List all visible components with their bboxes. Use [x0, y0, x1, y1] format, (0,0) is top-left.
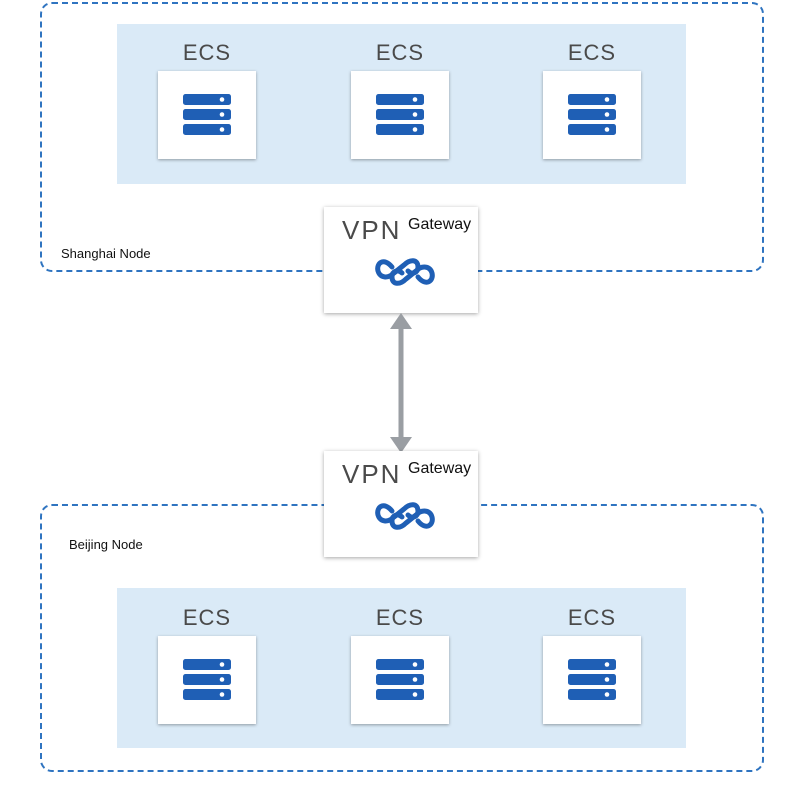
beijing-vpn-gateway[interactable]: VPN Gateway: [324, 451, 478, 557]
vpn-label: VPN: [342, 459, 402, 489]
beijing-ecs-label-1: ECS: [182, 605, 232, 630]
beijing-ecs-label-3: ECS: [567, 605, 617, 630]
beijing-ecs-server-1[interactable]: [158, 636, 256, 724]
shanghai-ecs-label-2: ECS: [375, 40, 425, 65]
shanghai-ecs-server-1[interactable]: [158, 71, 256, 159]
shanghai-ecs-server-3[interactable]: [543, 71, 641, 159]
shanghai-node-label: Shanghai Node: [61, 246, 151, 261]
beijing-ecs-label-2: ECS: [375, 605, 425, 630]
shanghai-ecs-label-3: ECS: [567, 40, 617, 65]
server-icon: [568, 94, 616, 135]
beijing-node-label: Beijing Node: [69, 537, 143, 552]
shanghai-ecs-label-1: ECS: [182, 40, 232, 65]
server-icon: [376, 94, 424, 135]
server-icon: [183, 659, 231, 700]
shanghai-ecs-server-2[interactable]: [351, 71, 449, 159]
beijing-ecs-server-3[interactable]: [543, 636, 641, 724]
server-icon: [376, 659, 424, 700]
beijing-ecs-server-2[interactable]: [351, 636, 449, 724]
vpn-gateway-icon: [375, 502, 435, 530]
server-icon: [183, 94, 231, 135]
server-icon: [568, 659, 616, 700]
bidirectional-arrow: [390, 313, 412, 453]
vpn-label: VPN: [342, 215, 402, 245]
vpn-gateway-icon: [375, 258, 435, 286]
gateway-label: Gateway: [408, 460, 472, 477]
shanghai-vpn-gateway[interactable]: VPN Gateway: [324, 207, 478, 313]
gateway-label: Gateway: [408, 216, 472, 233]
